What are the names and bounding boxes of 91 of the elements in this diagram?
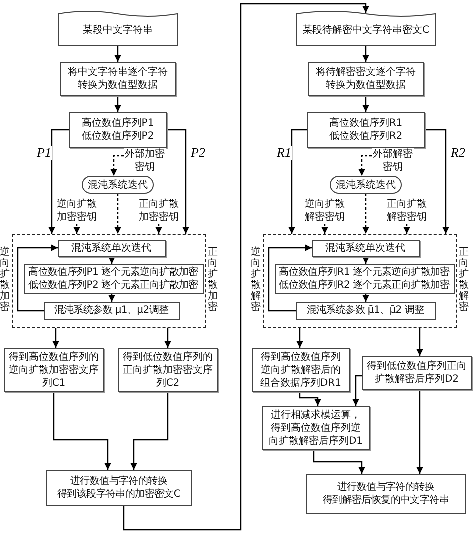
side-label: 正向扩散加密: [208, 247, 218, 313]
box-text: 低位数值序列R2 逐个元素正向扩散加密: [279, 278, 450, 292]
box-text: 某段待解密中文字符串密文C: [302, 24, 430, 37]
box-text: 混沌系统迭代: [336, 178, 396, 192]
key-label: 外部解密密钥: [372, 148, 414, 174]
arrow: [167, 129, 190, 234]
process-box: [296, 302, 436, 320]
arrow: [288, 129, 307, 234]
process-box: [252, 348, 350, 392]
arrow: [17, 244, 58, 312]
edge-label: R1: [276, 146, 292, 160]
box-text: 混沌系统参数 μ̄1、μ̄2 调整: [306, 304, 424, 317]
process-box: [24, 264, 204, 294]
key-label: 外部加密密钥: [124, 148, 166, 174]
edge-label: R2: [450, 146, 466, 160]
arrow: [352, 375, 362, 406]
arrow: [362, 257, 370, 264]
box-text: 高位数值序列P1 逐个元素逆向扩散加密: [28, 266, 198, 278]
box-text: 得到低位数值序列的正向扩散加密密文序列C2: [123, 350, 213, 390]
arrow: [52, 328, 60, 348]
box-text: 高位数值序列P1 低位数值序列P2: [80, 117, 156, 143]
process-box: [46, 470, 192, 506]
arrow: [358, 155, 372, 176]
box-text: 混沌系统单次迭代: [72, 242, 152, 254]
process-box: [308, 62, 424, 96]
arrow: [362, 294, 370, 302]
arrow: [299, 392, 322, 406]
arrow: [404, 224, 410, 234]
arrow: [362, 46, 370, 62]
arrow: [416, 328, 424, 356]
process-box: [274, 264, 454, 294]
box-text: 将待解密密文逐个字符转换为数值型数据: [315, 66, 417, 92]
rounded-process-box: [82, 176, 154, 194]
key-label: 逆向扩散加密密钥: [56, 198, 98, 224]
edge-label: P2: [190, 146, 206, 160]
key-label: 正向扩散加密密钥: [138, 198, 180, 224]
box-text: 进行相减求模运算，得到高位数值序列逆向扩散解密后序列D1: [268, 408, 364, 448]
process-box: [307, 112, 425, 148]
arrow: [48, 129, 69, 234]
arrow: [296, 328, 304, 348]
arrow: [123, 3, 370, 531]
process-box: [58, 240, 166, 256]
box-text: 高位数值序列R1 低位数值序列R2: [328, 117, 404, 143]
box-text: 低位数值序列P2 逐个元素正向扩散加密: [28, 278, 198, 292]
arrow: [322, 224, 328, 234]
arrow: [156, 224, 162, 234]
process-box: [69, 112, 167, 148]
process-box: [262, 406, 370, 450]
process-box: [44, 302, 180, 320]
box-text: 混沌系统迭代: [88, 178, 148, 192]
box-text: 得到该段字符串的加密密文C: [57, 488, 181, 501]
process-box: [362, 356, 472, 390]
side-label: 逆向扩散加密: [0, 247, 10, 313]
arrow: [164, 328, 172, 348]
arrow: [110, 155, 124, 176]
box-text: 得到高位数值序列逆向扩散解密后的组合数据序列DR1: [259, 350, 342, 390]
arrow: [268, 244, 312, 312]
box-text: 得到高位数值序列的逆向扩散加密密文序列C1: [9, 350, 99, 390]
box-text: 进行数值与字符的转换: [70, 475, 168, 488]
key-label: 逆向扩散解密密钥: [304, 198, 346, 224]
edge-label: P1: [36, 146, 52, 160]
arrow: [53, 392, 112, 470]
arrow: [425, 129, 450, 234]
box-text: 混沌系统单次迭代: [326, 242, 406, 254]
arrow: [74, 224, 80, 234]
arrow: [313, 450, 366, 474]
arrow: [416, 390, 424, 474]
box-text: 得到解密后恢复的中文字符串: [322, 494, 450, 507]
key-label: 正向扩散解密密钥: [386, 198, 428, 224]
process-box: [312, 240, 420, 256]
arrow: [130, 392, 169, 470]
side-label: 正向扩散解密: [459, 247, 469, 313]
box-text: 得到低位数值序列正向扩散解密后序列D2: [367, 360, 467, 386]
arrow: [108, 294, 116, 302]
arrow: [114, 194, 122, 234]
side-label: 逆向扩散解密: [251, 247, 261, 313]
arrow: [362, 194, 370, 234]
arrow: [108, 257, 116, 264]
arrow: [362, 96, 370, 112]
box-text: 混沌系统参数 μ1、μ2调整: [54, 304, 169, 317]
process-box: [60, 62, 176, 96]
document-box: [58, 10, 178, 46]
rounded-process-box: [330, 176, 402, 194]
box-text: 某段中文字符串: [83, 24, 153, 37]
process-box: [306, 474, 466, 514]
box-text: 高位数值序列R1 逐个元素逆向扩散加密: [279, 266, 450, 278]
arrow: [114, 46, 122, 62]
box-text: 进行数值与字符的转换: [337, 481, 434, 494]
box-text: 将中文字符串逐个字符转换为数值型数据: [67, 66, 169, 92]
arrow: [114, 96, 122, 112]
document-box: [296, 10, 436, 46]
